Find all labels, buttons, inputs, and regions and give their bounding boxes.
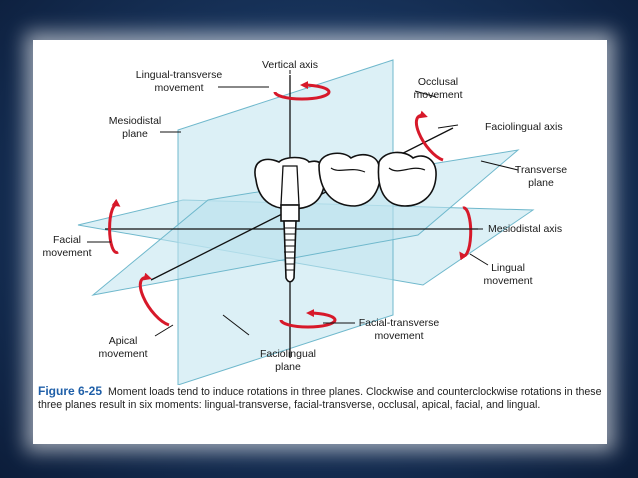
lingual-transverse-label-2: movement [154,82,203,94]
occlusal-label-2: movement [413,89,462,101]
occlusal-movement-arrow [414,110,444,162]
apical-movement-label-1: Apical [109,335,138,347]
facial-transverse-label-1: Facial-transverse [359,317,440,329]
faciolingual-plane-label-1: Faciolingual [260,348,316,360]
vertical-axis-label: Vertical axis [262,59,318,71]
implant-illustration [254,151,437,283]
rotation-diagram: Vertical axis Lingual-transverse movemen… [42,59,567,385]
slide-card: Vertical axis Lingual-transverse movemen… [33,40,607,444]
occlusal-label-1: Occlusal [418,76,458,88]
lingual-movement-arrow [459,206,473,261]
mesiodistal-plane-label-2: plane [122,128,148,140]
arrows [108,81,473,329]
caption-text: Moment loads tend to induce rotations in… [38,386,602,411]
transverse-plane-label-1: Transverse [515,164,567,176]
mesiodistal-axis-label: Mesiodistal axis [488,223,562,235]
faciolingual-axis-label: Faciolingual axis [485,121,563,133]
transverse-plane-label-2: plane [528,177,554,189]
figure-number: Figure 6-25 [38,384,103,398]
leader-lines [87,70,519,337]
facial-movement-arrow [108,198,121,254]
facial-transverse-label-2: movement [374,330,423,342]
mesiodistal-plane-label-1: Mesiodistal [109,115,162,127]
lingual-movement-label-1: Lingual [491,262,525,274]
lingual-transverse-label-1: Lingual-transverse [136,69,223,81]
lingual-transverse-arrow [273,81,331,101]
facial-transverse-arrow [279,309,337,329]
lingual-movement-label-2: movement [483,275,532,287]
apical-movement-label-2: movement [98,348,147,360]
facial-movement-label-2: movement [42,247,91,259]
faciolingual-plane-label-2: plane [275,361,301,373]
apical-movement-arrow [138,272,170,327]
facial-movement-label-1: Facial [53,234,81,246]
